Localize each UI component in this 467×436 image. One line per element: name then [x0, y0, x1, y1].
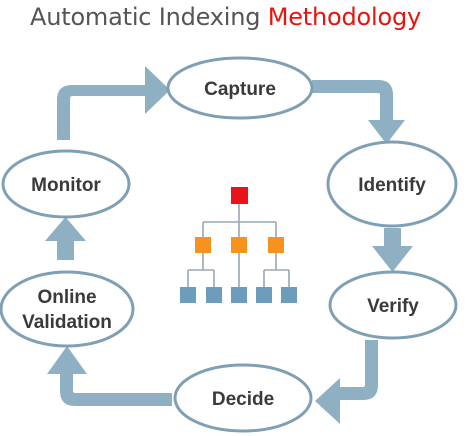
arrow-decide-to-online-validation	[60, 372, 172, 406]
title-text-gray: Automatic Indexing	[30, 3, 268, 31]
node-verify: Verify	[328, 270, 458, 340]
tree-leaf-node	[206, 287, 222, 303]
tree-leaf-node	[281, 287, 297, 303]
node-label-monitor: Monitor	[31, 175, 101, 196]
arrow-verify-to-decide	[338, 340, 378, 400]
tree-leaf-node	[256, 287, 272, 303]
hierarchy-tree-icon	[180, 187, 297, 303]
tree-mid-node	[268, 237, 284, 253]
tree-mid-node	[231, 237, 247, 253]
node-capture: Capture	[166, 56, 314, 120]
node-label-online: Online	[37, 287, 96, 308]
tree-mid-node	[195, 237, 211, 253]
arrow-decide-to-online-validation-head	[47, 346, 87, 374]
arrow-monitor-to-capture-head	[145, 66, 170, 114]
arrow-verify-to-decide-head	[315, 378, 340, 424]
node-label-identify: Identify	[358, 175, 426, 196]
tree-root-node	[231, 187, 248, 204]
tree-leaf-node	[180, 287, 196, 303]
arrow-capture-to-identify-head	[368, 120, 405, 144]
diagram-title: Automatic Indexing Methodology	[30, 2, 421, 32]
node-online-validation: Online Validation	[0, 270, 135, 348]
node-decide: Decide	[173, 363, 313, 433]
node-identify: Identify	[326, 140, 458, 228]
arrow-identify-to-verify-head	[372, 246, 413, 272]
title-text-red: Methodology	[267, 3, 422, 31]
arrow-capture-to-identify	[312, 80, 393, 122]
cycle-arrows	[45, 66, 413, 424]
tree-leaf-node	[231, 287, 247, 303]
arrow-online-validation-to-monitor	[57, 238, 74, 260]
node-label-capture: Capture	[204, 79, 276, 100]
node-label-verify: Verify	[367, 296, 419, 317]
arrow-monitor-to-capture	[57, 85, 148, 140]
node-label-decide: Decide	[212, 389, 274, 410]
node-label-validation: Validation	[22, 312, 112, 333]
arrow-online-validation-to-monitor-head	[45, 217, 86, 241]
node-monitor: Monitor	[1, 149, 131, 219]
arrow-identify-to-verify	[384, 228, 401, 248]
